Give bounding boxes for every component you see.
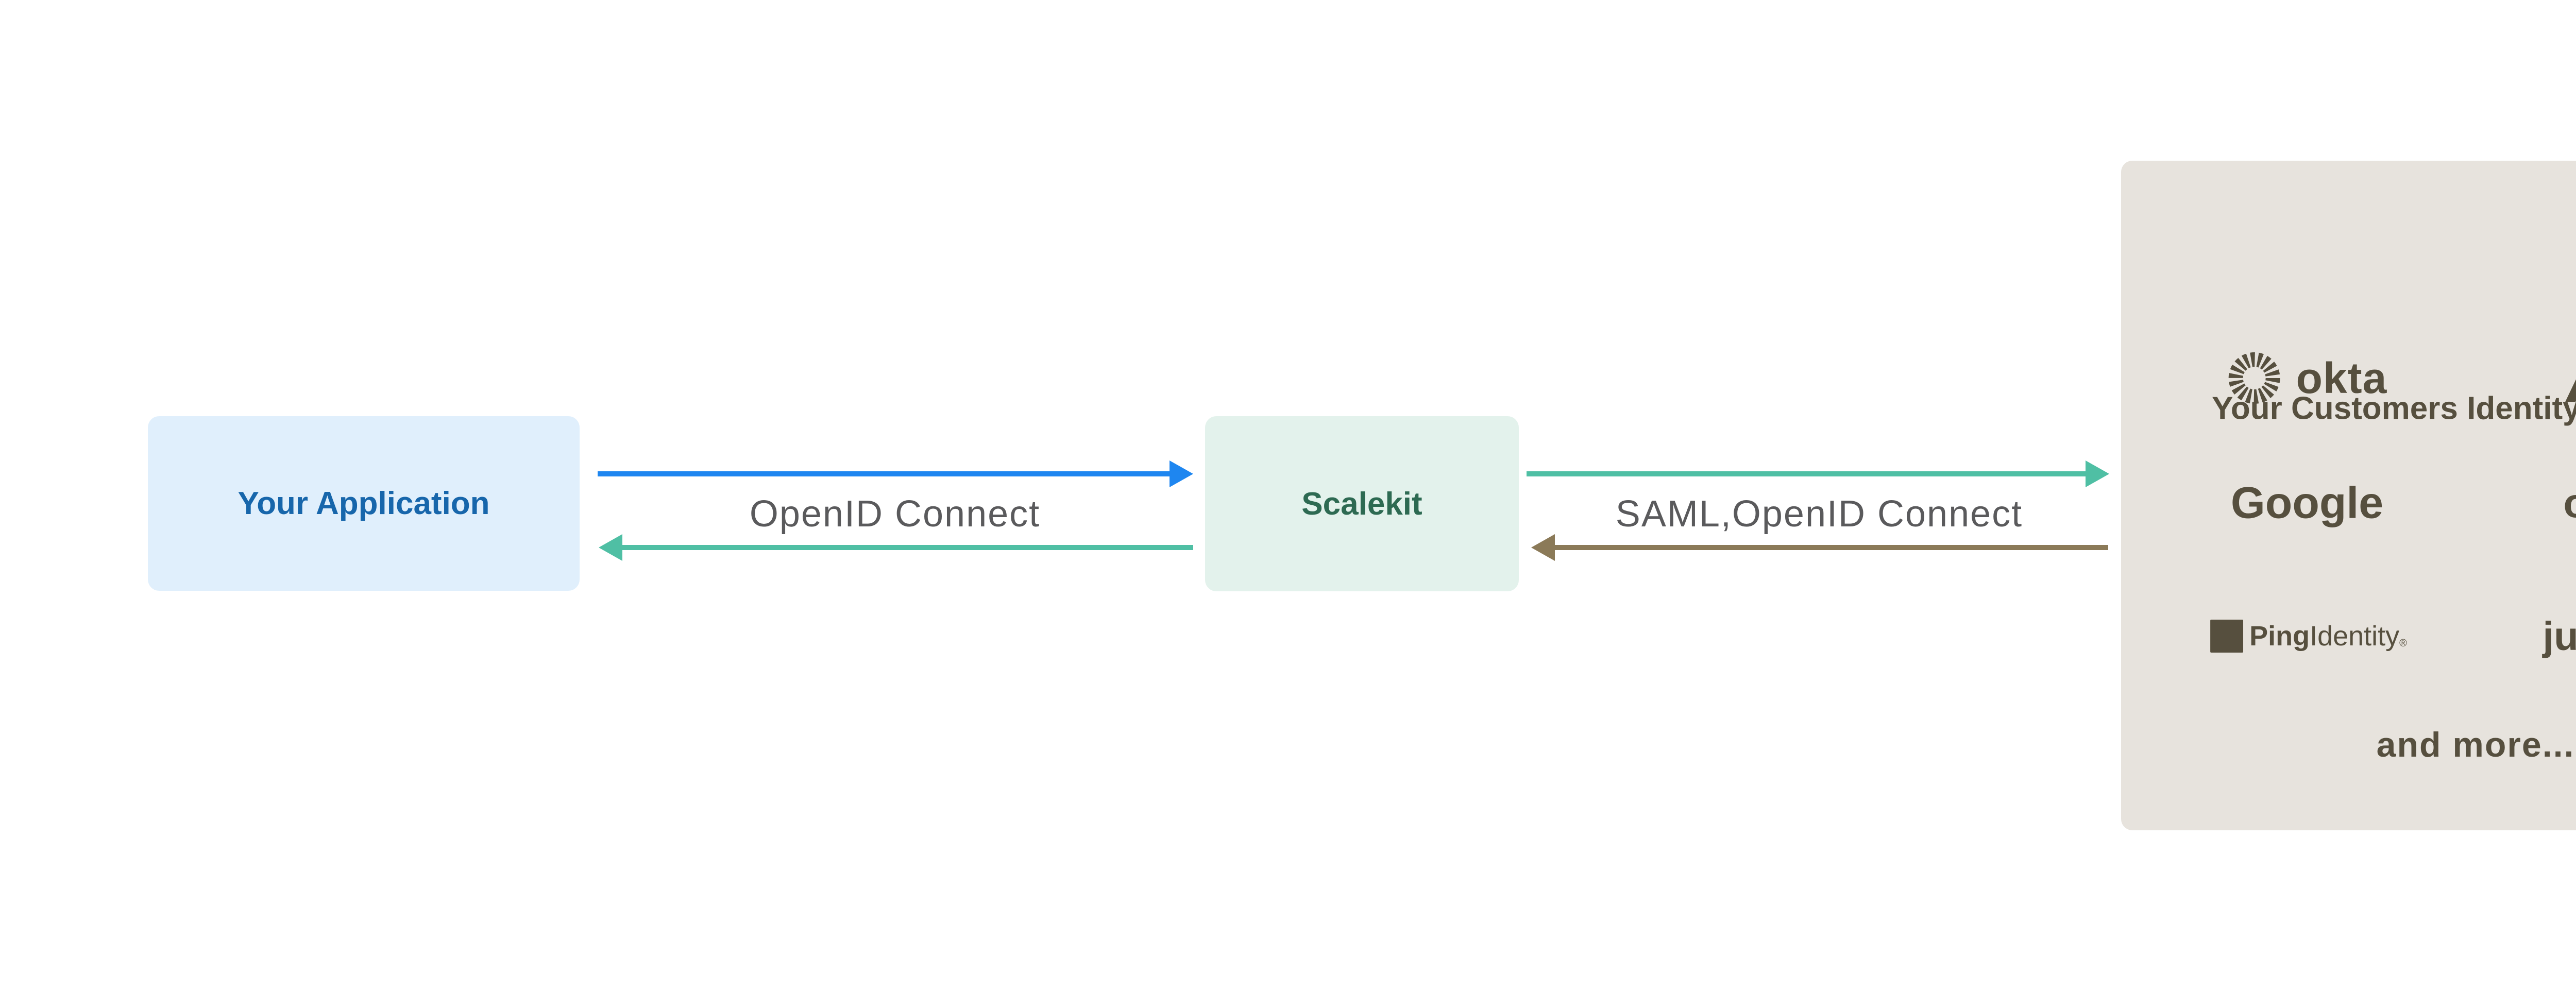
- ping-square: [2210, 620, 2244, 653]
- arrow-idp-to-scalekit: [1531, 534, 2108, 561]
- scalekit-box: Scalekit: [1205, 416, 1519, 591]
- arrow-app-to-scalekit: [598, 460, 1193, 487]
- your-application-label: Your Application: [238, 486, 490, 521]
- okta-wordmark: okta: [2296, 353, 2387, 402]
- jumpcloud-logo: jumpcloud TM: [2543, 613, 2576, 660]
- google-logo: Google: [2231, 478, 2383, 529]
- arrow-scalekit-to-app: [599, 534, 1193, 561]
- onelogin-logo: onelogin: [2563, 480, 2576, 527]
- azure-triangle-left: [2565, 379, 2576, 402]
- ping-identity-logo: Ping Identity ®: [2210, 620, 2407, 653]
- identity-providers-title: Your Customers Identity Providers: [2212, 390, 2576, 426]
- and-more-label: and more...: [2376, 725, 2575, 764]
- ping-wordmark-bold: Ping: [2249, 621, 2310, 652]
- okta-burst-rays: [2228, 352, 2280, 404]
- scalekit-label: Scalekit: [1301, 486, 1422, 522]
- okta-logo: okta: [2226, 350, 2387, 406]
- arrow-scalekit-to-idp-head: [2086, 460, 2109, 487]
- and-more-row: and more...: [2377, 725, 2575, 765]
- arrow-scalekit-to-idp: [1527, 460, 2109, 487]
- ping-registered-mark: ®: [2399, 638, 2407, 649]
- jumpcloud-wordmark: jumpcloud: [2543, 613, 2576, 659]
- okta-burst-icon: [2228, 352, 2280, 404]
- azure-triangle-icon: [2565, 379, 2576, 402]
- saml-openid-connect-label: SAML,OpenID Connect: [1615, 493, 2023, 535]
- onelogin-wordmark: onelogin: [2563, 480, 2576, 526]
- ping-square-icon: [2210, 620, 2244, 653]
- arrow-app-to-scalekit-head: [1170, 460, 1193, 487]
- identity-providers-panel: Your Customers Identity Providers okta A…: [2121, 161, 2576, 830]
- your-application-box: Your Application: [148, 416, 580, 591]
- arrow-scalekit-to-app-head: [599, 534, 622, 561]
- google-wordmark: Google: [2230, 478, 2384, 528]
- azure-logo: Azure: [2565, 354, 2576, 402]
- arrow-idp-to-scalekit-head: [1531, 534, 1555, 561]
- openid-connect-label: OpenID Connect: [749, 493, 1041, 535]
- ping-wordmark-light: Identity: [2310, 621, 2400, 652]
